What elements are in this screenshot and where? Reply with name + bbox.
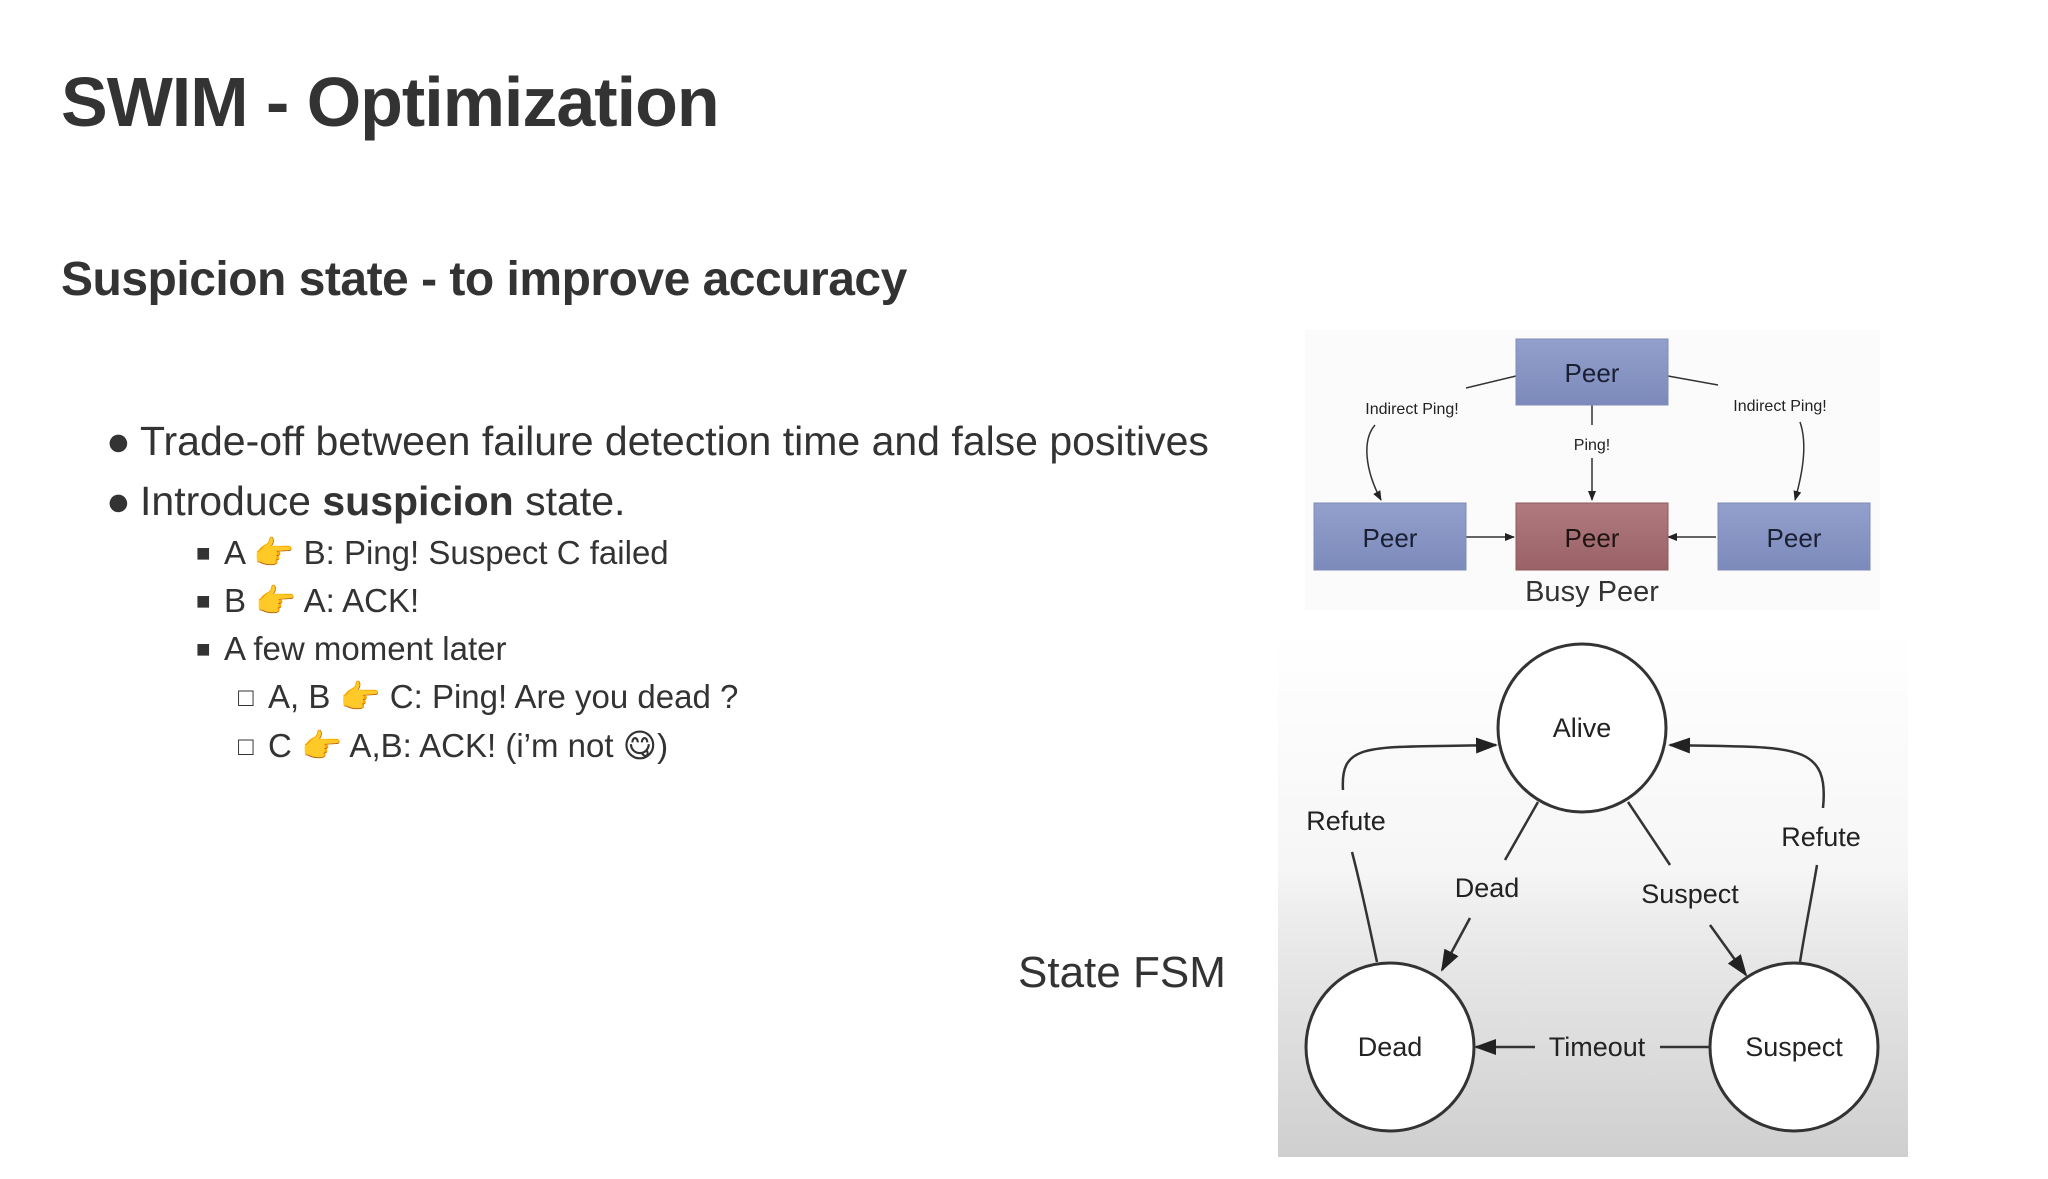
indirect-ping-line-left-a	[1465, 375, 1517, 389]
busy-peer-label: Busy Peer	[1525, 576, 1659, 608]
refute-left-label: Refute	[1306, 806, 1386, 836]
sub-sub-bullet-text: C 👉 A,B: ACK! (i’m not 😋)	[268, 727, 669, 764]
refute-right-label: Refute	[1781, 822, 1861, 852]
peer-node-left-label: Peer	[1363, 523, 1418, 553]
refute-left-arrow	[1341, 737, 1498, 791]
bullet-item: ●Trade-off between failure detection tim…	[106, 418, 1209, 465]
timeout-label: Timeout	[1549, 1032, 1646, 1062]
indirect-ping-label-left: Indirect Ping!	[1365, 401, 1458, 418]
alive-state-label: Alive	[1553, 713, 1612, 743]
suspect-edge-arrow	[1708, 924, 1748, 977]
suspect-edge-line-upper	[1626, 801, 1672, 866]
peer-diagram: Peer Peer Peer Peer Indirect Ping! Indir…	[1305, 330, 1880, 610]
sub-sub-bullet-item: □ C 👉 A,B: ACK! (i’m not 😋)	[238, 726, 668, 766]
square-bullet-icon: ■	[196, 636, 211, 663]
square-bullet-icon: ■	[196, 588, 211, 615]
sub-bullet-item: ■ A few moment later	[196, 630, 506, 668]
refute-right-line-lower	[1798, 864, 1819, 963]
bullet-dot-icon: ●	[106, 478, 131, 524]
sub-bullet-text: A 👉 B: Ping! Suspect C failed	[224, 534, 669, 571]
fsm-diagram: Alive Dead Suspect Refute Refute Dead Su…	[1278, 630, 1908, 1157]
busy-peer-node	[1515, 502, 1669, 571]
dead-edge-arrow	[1440, 917, 1472, 972]
square-bullet-icon: ■	[196, 540, 211, 567]
peer-node-top	[1515, 338, 1669, 406]
peer-node-top-label: Peer	[1565, 358, 1620, 388]
bullet-text-post: state.	[513, 478, 626, 524]
hollow-square-bullet-icon: □	[238, 731, 254, 761]
sub-bullet-item: ■ A 👉 B: Ping! Suspect C failed	[196, 534, 669, 573]
indirect-ping-line-right-a	[1667, 375, 1719, 386]
slide-subtitle: Suspicion state - to improve accuracy	[61, 253, 907, 306]
dead-state-label: Dead	[1358, 1032, 1423, 1062]
sub-bullet-item: ■ B 👉 A: ACK!	[196, 582, 419, 621]
bullet-text-bold: suspicion	[322, 478, 514, 524]
peer-node-left	[1313, 502, 1467, 571]
suspect-edge-label: Suspect	[1641, 879, 1739, 909]
sub-bullet-text: A few moment later	[224, 630, 507, 667]
sub-bullet-text: B 👉 A: ACK!	[224, 582, 420, 619]
ping-label: Ping!	[1574, 437, 1610, 454]
slide-title: SWIM - Optimization	[61, 63, 720, 141]
sub-sub-bullet-item: □ A, B 👉 C: Ping! Are you dead ?	[238, 678, 738, 717]
busy-peer-node-label: Peer	[1565, 523, 1620, 553]
bullet-dot-icon: ●	[106, 418, 131, 464]
indirect-ping-label-right: Indirect Ping!	[1733, 398, 1826, 415]
fsm-caption: State FSM	[1018, 948, 1226, 997]
sub-sub-bullet-text: A, B 👉 C: Ping! Are you dead ?	[268, 678, 739, 715]
bullet-text-pre: Introduce	[140, 478, 323, 524]
refute-right-arrow	[1668, 737, 1826, 809]
indirect-ping-arrow-right	[1793, 421, 1805, 501]
bullet-text: Trade-off between failure detection time…	[140, 418, 1209, 464]
bullet-item: ●Introduce suspicion state.	[106, 478, 625, 525]
refute-left-line-lower	[1350, 851, 1379, 963]
alive-state	[1496, 642, 1668, 814]
suspect-state-label: Suspect	[1745, 1032, 1843, 1062]
hollow-square-bullet-icon: □	[238, 682, 254, 712]
dead-edge-line-upper	[1503, 801, 1540, 861]
peer-node-right	[1717, 502, 1871, 571]
dead-edge-label: Dead	[1455, 873, 1520, 903]
indirect-ping-arrow-left	[1366, 424, 1382, 501]
peer-node-right-label: Peer	[1767, 523, 1822, 553]
